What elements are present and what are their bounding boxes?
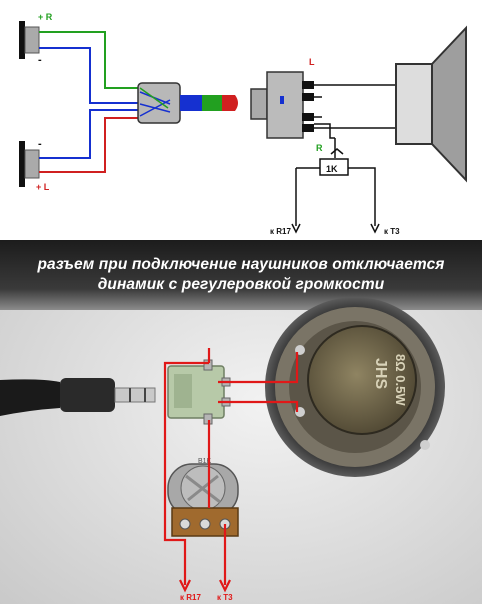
red-wire (39, 117, 138, 173)
speaker-photo (265, 297, 445, 477)
arrow-r17-photo-icon (179, 579, 191, 593)
label-top-minus: - (38, 54, 42, 66)
resistor-label: 1K (326, 164, 338, 174)
label-to-r17: к R17 (270, 227, 291, 236)
jack-label-l: L (309, 57, 315, 67)
label-bottom-minus: - (38, 138, 42, 150)
label-bottom-plus-l: + L (36, 182, 50, 192)
assembly-photo: JHS 8Ω 0.5W B1K к R17 к T3 (0, 240, 482, 604)
green-wire (39, 31, 138, 89)
headphone-driver-bottom-icon (19, 141, 40, 187)
arrow-r17-icon (291, 223, 301, 234)
speaker-wires (295, 84, 397, 226)
photo-label-to-r17: к R17 (180, 593, 201, 602)
pot-value-label: B1K (198, 458, 212, 465)
headphone-wires (39, 31, 138, 173)
jack-socket-icon (250, 71, 314, 139)
label-top-plus-r: + R (38, 12, 53, 22)
arrow-t3-photo-icon (219, 579, 231, 593)
wiring-schematic: + R - - + L L (0, 0, 482, 240)
blue-wire-bottom (39, 109, 138, 159)
potentiometer-photo (167, 463, 239, 537)
resistor-icon (319, 148, 349, 176)
jack-label-r: R (316, 143, 323, 153)
label-to-t3: к T3 (384, 227, 400, 236)
blue-wire-top (39, 47, 138, 104)
jack-socket-photo (167, 359, 231, 425)
speaker-brand-label: JHS (372, 358, 389, 389)
headphone-plug-icon (0, 378, 156, 416)
speaker-icon (395, 25, 467, 183)
red-wiring-overlay (163, 348, 299, 585)
speaker-spec-label: 8Ω 0.5W (393, 354, 408, 406)
photo-label-to-t3: к T3 (217, 593, 233, 602)
audio-plug-icon (137, 82, 238, 124)
headphone-driver-top-icon (19, 21, 40, 59)
caption-line-1: разъем при подключение наушников отключа… (37, 256, 445, 273)
caption-line-2: динамик с регулеровкой громкости (97, 276, 385, 293)
arrow-t3-icon (370, 223, 380, 234)
